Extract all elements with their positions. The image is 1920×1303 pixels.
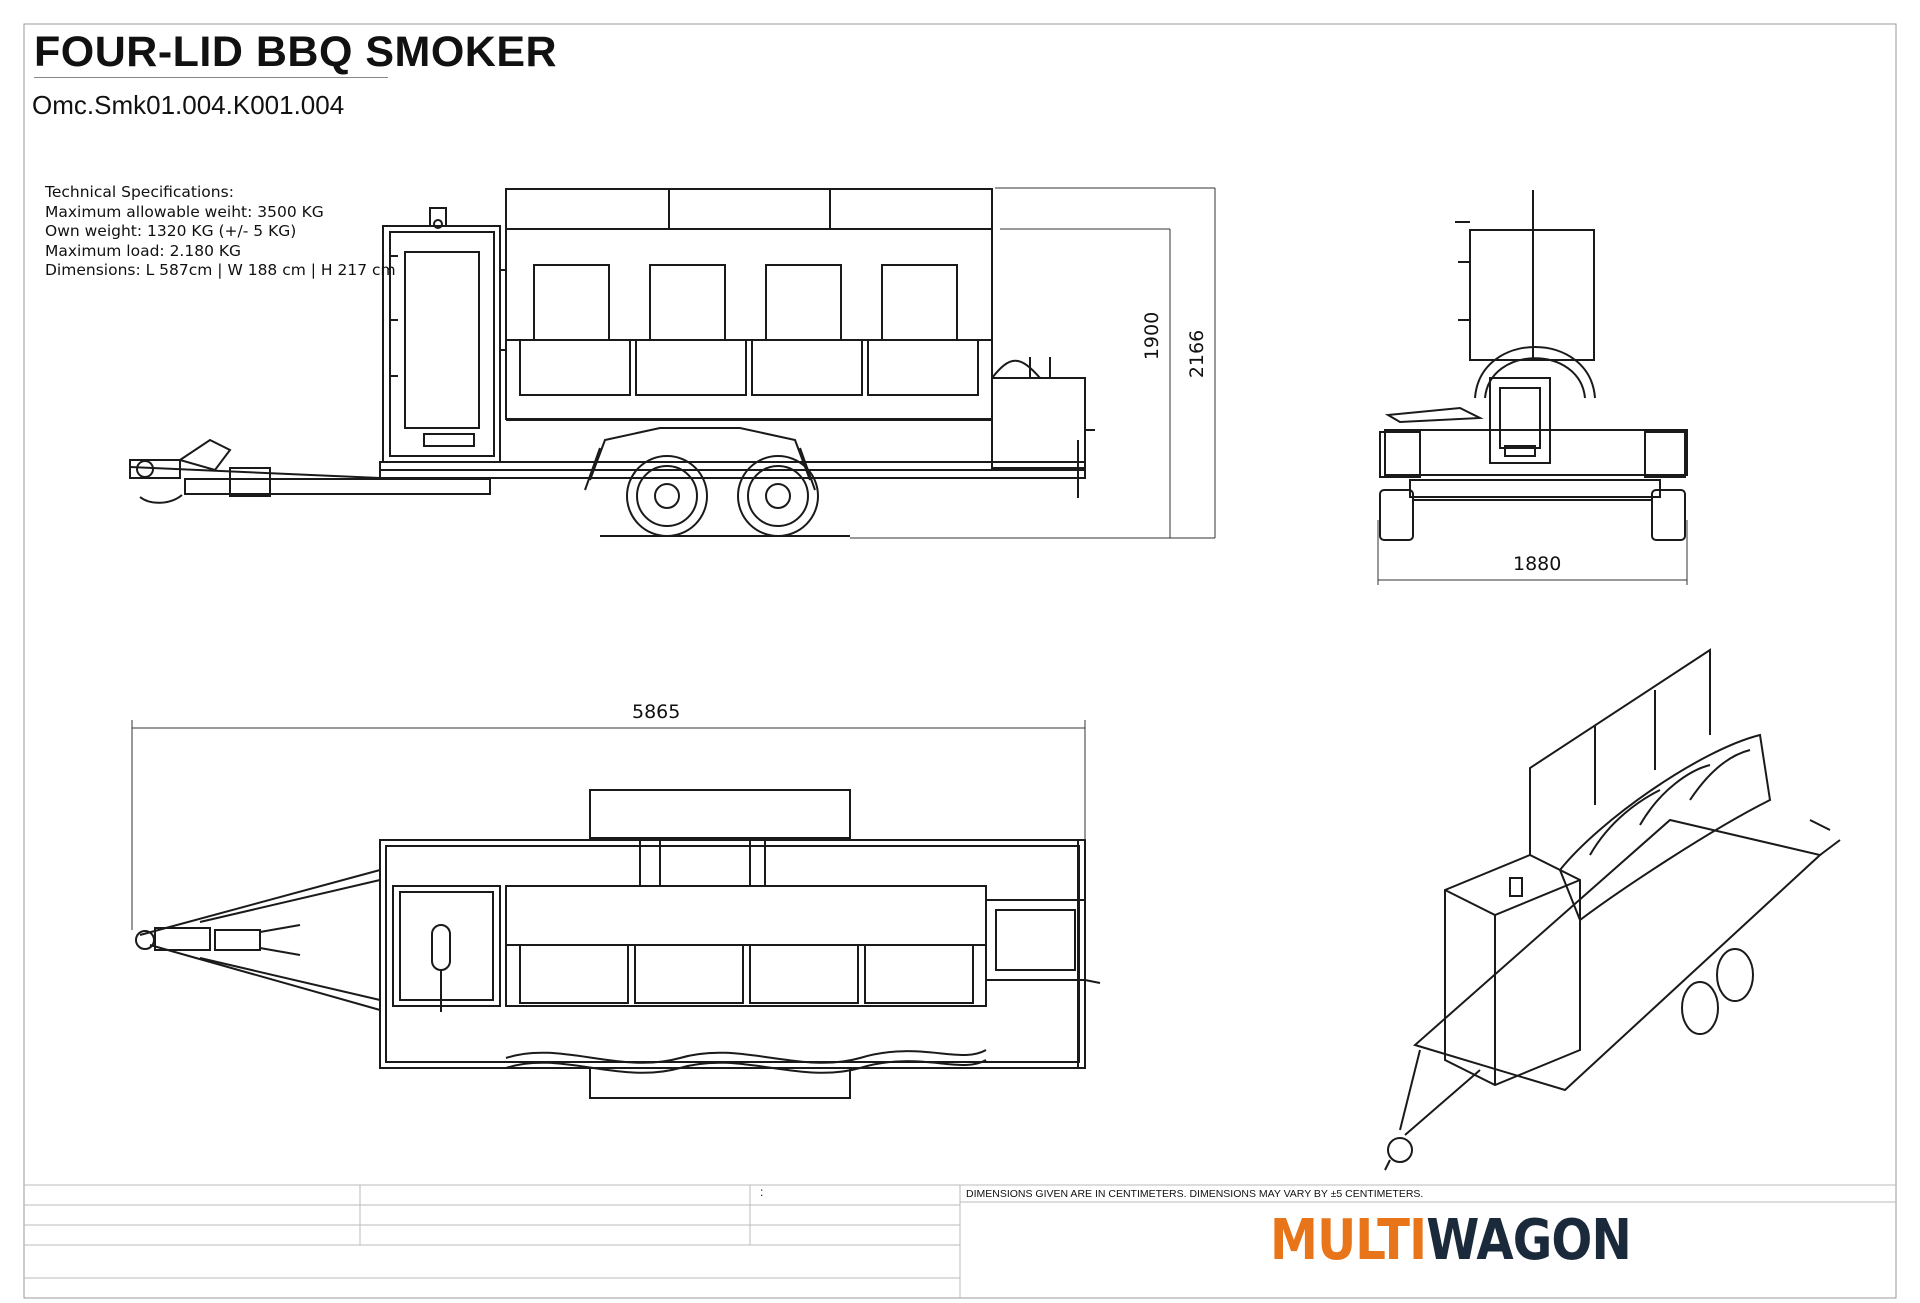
title-block-colon: : [760, 1185, 764, 1199]
front-dimension-lines [1377, 520, 1688, 585]
isometric-view [1384, 648, 1841, 1171]
specs-heading: Technical Specifications: [45, 183, 234, 201]
side-dimension-lines [850, 187, 1216, 539]
side-view [129, 188, 1095, 537]
top-view [135, 789, 1101, 1099]
dimension-length: 5865 [632, 701, 681, 723]
spec-dimensions: Dimensions: L 587cm | W 188 cm | H 217 c… [45, 261, 396, 280]
drawing-title: FOUR-LID BBQ SMOKER [34, 28, 558, 76]
title-underline [34, 77, 388, 78]
logo-multi: MULTI [1270, 1208, 1427, 1273]
drawing-code: Omc.Smk01.004.K001.004 [32, 90, 345, 120]
multiwagon-logo: MULTIWAGON [1270, 1208, 1632, 1273]
dimension-height-body: 1900 [1141, 311, 1164, 361]
spec-own-weight: Own weight: 1320 KG (+/- 5 KG) [45, 222, 297, 241]
dimensions-note: DIMENSIONS GIVEN ARE IN CENTIMETERS. DIM… [966, 1188, 1424, 1200]
spec-max-load: Maximum load: 2.180 KG [45, 241, 242, 260]
logo-wagon: WAGON [1426, 1208, 1632, 1273]
dimension-height-total: 2166 [1186, 329, 1209, 379]
top-dimension-lines [131, 720, 1086, 930]
front-view [1379, 190, 1688, 541]
title-block [24, 1184, 1896, 1298]
dimension-width: 1880 [1513, 553, 1562, 575]
spec-max-weight: Maximum allowable weiht: 3500 KG [45, 202, 324, 221]
technical-specifications: Technical Specifications: Maximum allowa… [45, 183, 396, 281]
